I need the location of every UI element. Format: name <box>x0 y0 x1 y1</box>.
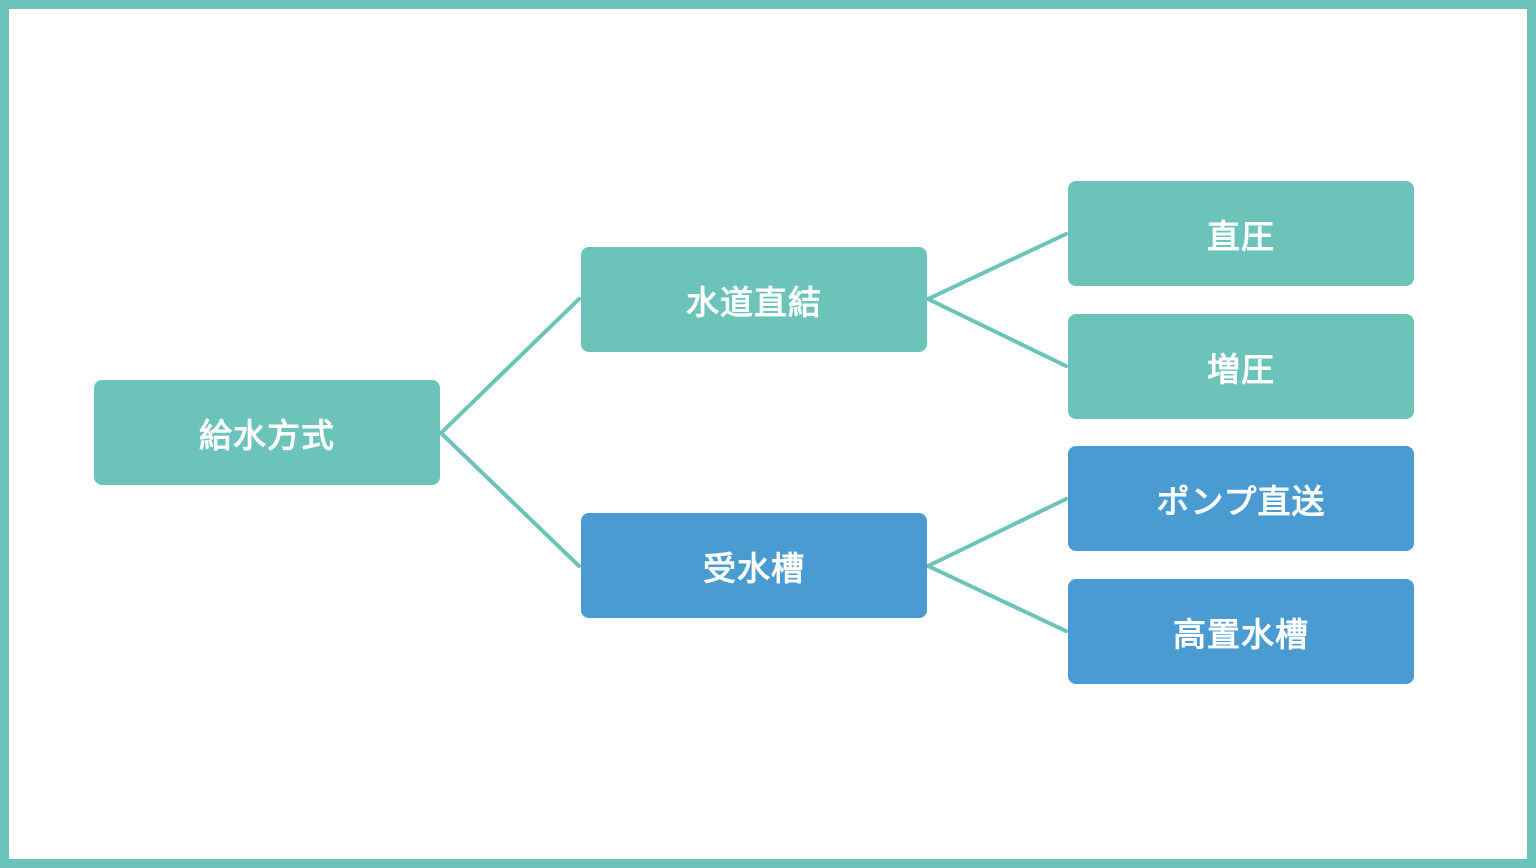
connector-branch-1-to-leaf-0 <box>926 497 1068 568</box>
branch-node-jusuiso: 受水槽 <box>581 513 927 618</box>
root-node-label: 給水方式 <box>199 415 335 455</box>
leaf-node-chokuatsu: 直圧 <box>1068 181 1414 286</box>
leaf-node-label: ポンプ直送 <box>1156 481 1326 521</box>
leaf-node-label: 直圧 <box>1207 216 1275 256</box>
leaf-node-kochi-suiso: 高置水槽 <box>1068 579 1414 684</box>
branch-node-label: 水道直結 <box>686 282 822 322</box>
leaf-node-label: 増圧 <box>1207 349 1275 389</box>
leaf-node-pump-chokuso: ポンプ直送 <box>1068 446 1414 551</box>
branch-node-label: 受水槽 <box>703 548 805 588</box>
leaf-node-zoatsu: 増圧 <box>1068 314 1414 419</box>
connector-branch-0-to-leaf-0 <box>926 232 1068 301</box>
leaf-node-label: 高置水槽 <box>1173 614 1309 654</box>
branch-node-suido-chokketsu: 水道直結 <box>581 247 927 352</box>
connector-root-to-branch-0 <box>439 297 581 435</box>
connector-branch-1-to-leaf-1 <box>926 564 1068 633</box>
root-node: 給水方式 <box>94 380 440 485</box>
connector-root-to-branch-1 <box>439 431 581 568</box>
connector-branch-0-to-leaf-1 <box>926 297 1068 368</box>
